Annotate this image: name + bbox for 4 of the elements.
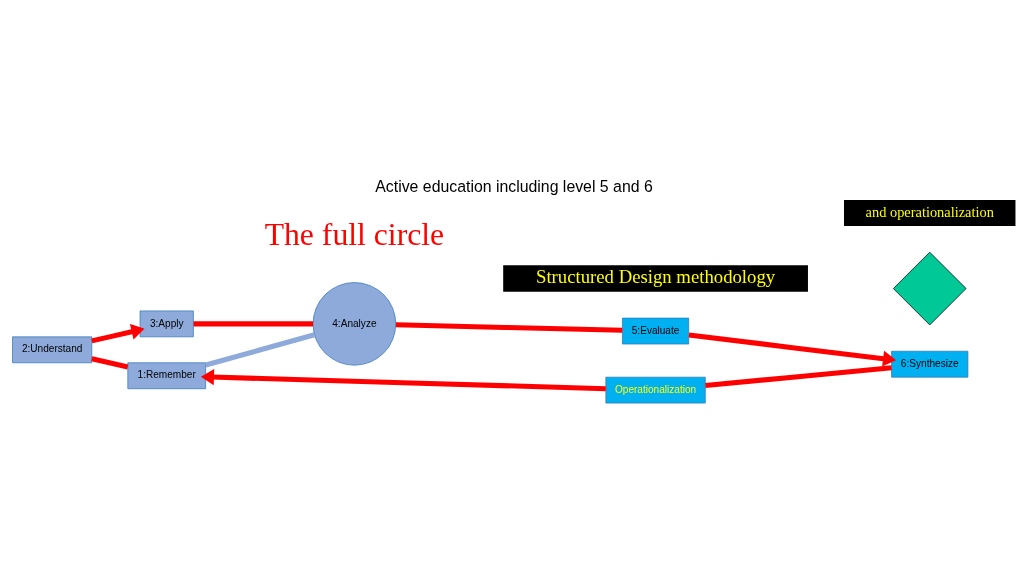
label: Structured Design methodology <box>536 266 776 288</box>
diagram-title: Active education including level 5 and 6 <box>375 178 653 196</box>
label: The full circle <box>264 216 445 252</box>
label: and operationalization <box>865 203 994 220</box>
